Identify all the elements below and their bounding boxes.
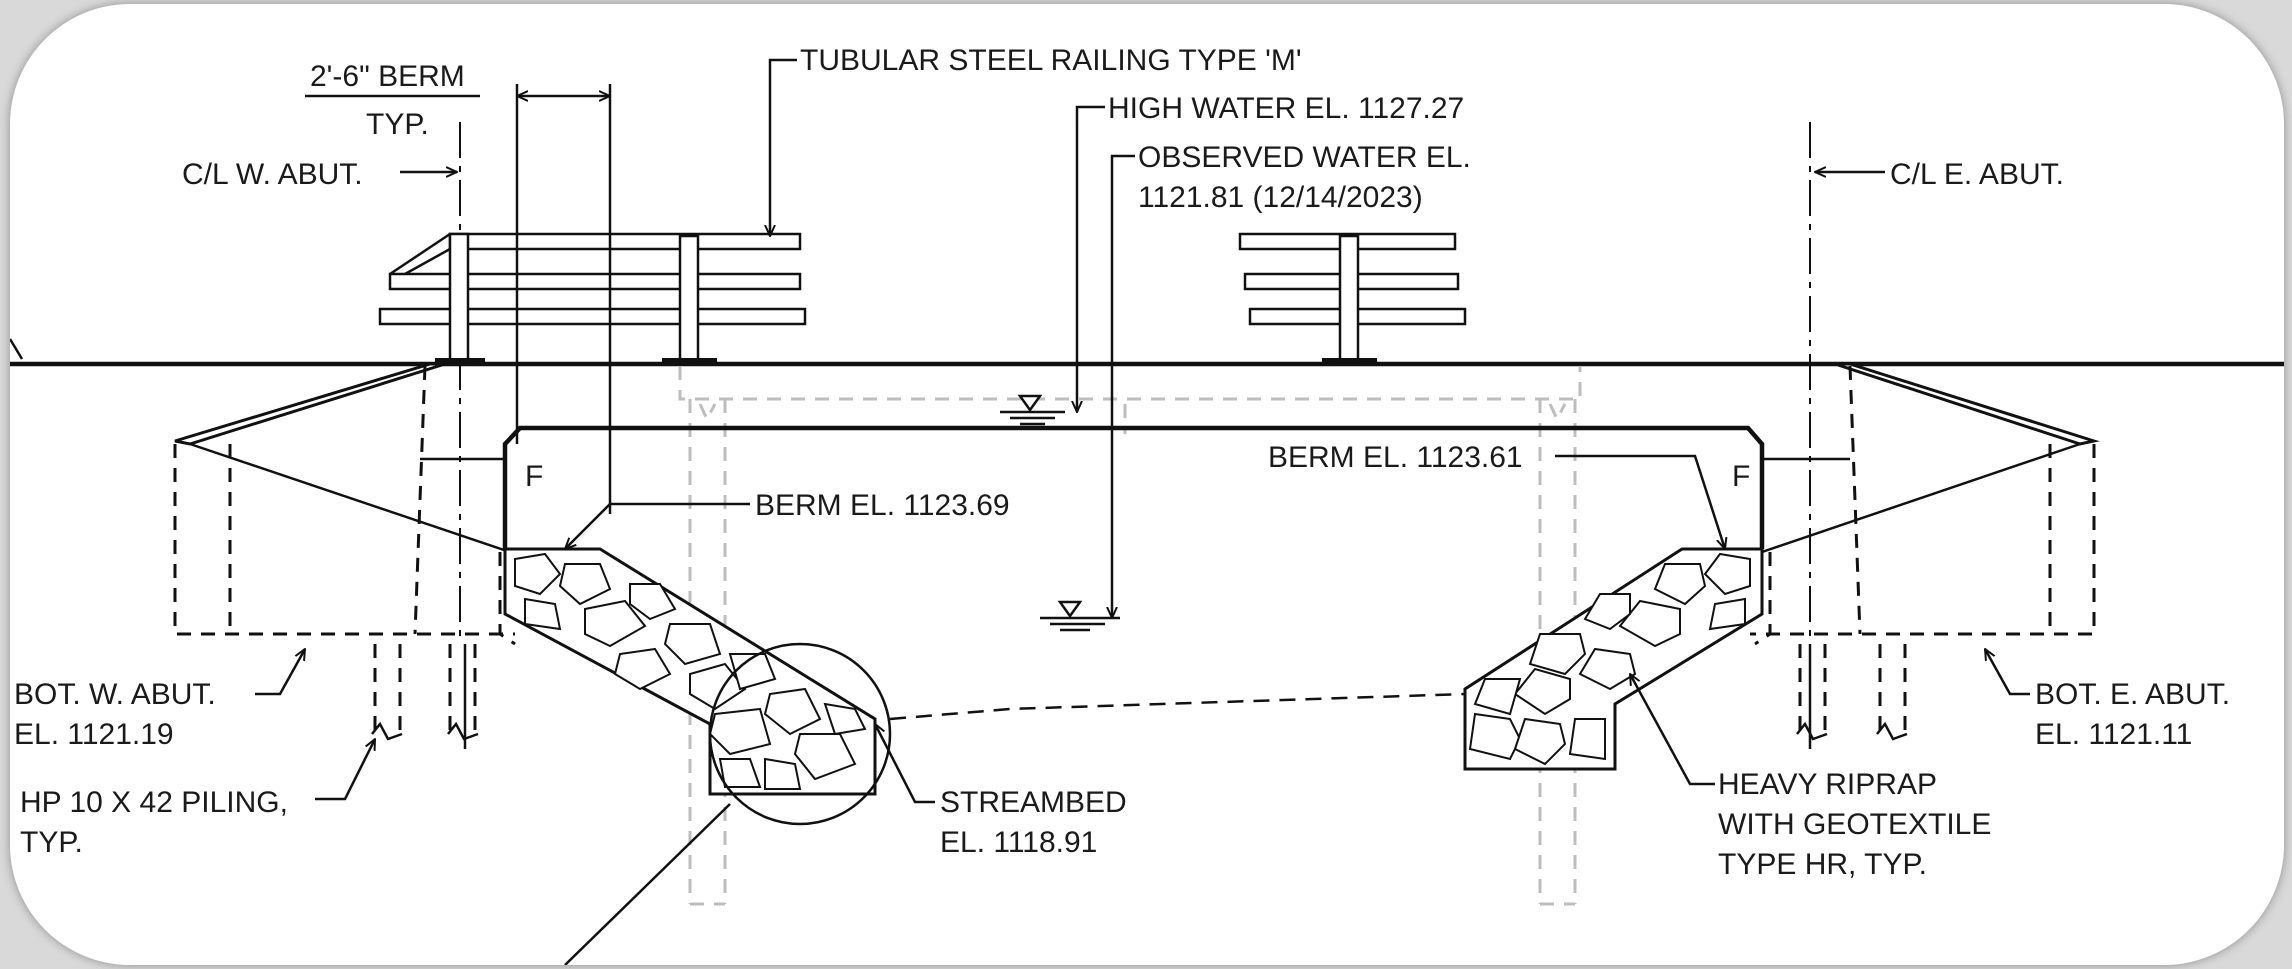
water-symbol-observed [1040,600,1120,632]
annotations: 2'-6" BERM TYP. C/L W. ABUT. TUBULAR STE… [14,44,2230,881]
label-streambed-2: EL. 1118.91 [940,826,1097,859]
railing-east [1238,232,1467,366]
drawing-sheet: 2'-6" BERM TYP. C/L W. ABUT. TUBULAR STE… [10,4,2284,965]
deck-line [10,338,2284,367]
piles-east [1796,644,1908,749]
label-fixed-west: F [525,460,543,493]
label-berm-east: BERM EL. 1123.61 [1268,441,1523,474]
piles-west [371,644,479,749]
label-high-water: HIGH WATER EL. 1127.27 [1108,92,1464,125]
label-piling-1: HP 10 X 42 PILING, [20,786,288,819]
detail-callout-circle [708,642,892,826]
label-bot-west-1: BOT. W. ABUT. [14,678,216,711]
label-piling-2: TYP. [20,826,83,859]
bridge-slab [420,425,1850,549]
label-cl-west-abut: C/L W. ABUT. [182,158,363,191]
label-berm-west: BERM EL. 1123.69 [755,489,1010,522]
water-symbol-high [1000,394,1065,426]
label-bot-west-2: EL. 1121.19 [14,718,174,751]
label-berm-typ: TYP. [366,108,429,141]
label-bot-east-1: BOT. E. ABUT. [2035,678,2230,711]
label-riprap-1: HEAVY RIPRAP [1718,768,1937,801]
label-fixed-east: F [1732,460,1750,493]
east-embankment [1750,362,2100,646]
west-embankment [173,362,516,646]
riprap-east [1463,547,1764,771]
railing-west [378,232,807,366]
bridge-section-drawing: 2'-6" BERM TYP. C/L W. ABUT. TUBULAR STE… [10,44,2284,965]
leaders [255,58,2030,804]
label-cl-east-abut: C/L E. ABUT. [1890,158,2064,191]
streambed-line [889,692,1466,721]
label-riprap-3: TYPE HR, TYP. [1718,848,1927,881]
label-streambed-1: STREAMBED [940,786,1127,819]
label-observed-water-2: 1121.81 (12/14/2023) [1138,181,1423,214]
label-riprap-2: WITH GEOTEXTILE [1718,808,1991,841]
label-railing: TUBULAR STEEL RAILING TYPE 'M' [800,44,1302,77]
riprap-west [503,547,892,965]
label-observed-water-1: OBSERVED WATER EL. [1138,141,1471,174]
label-berm-width: 2'-6" BERM [310,60,465,93]
label-bot-east-2: EL. 1121.11 [2035,718,2192,751]
